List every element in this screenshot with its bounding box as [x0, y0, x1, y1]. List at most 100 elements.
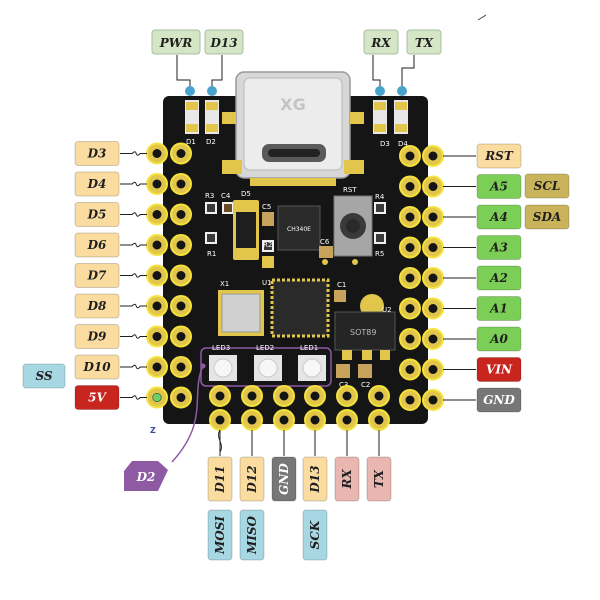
- pad-left-inner-d8: [170, 295, 192, 317]
- label-d2: D2: [124, 461, 168, 491]
- label-right-a5-text: A5: [489, 180, 508, 194]
- label-right-rst-text: RST: [484, 149, 514, 163]
- label-right-vin-text: VIN: [486, 363, 513, 377]
- pad-left-d9: [146, 325, 168, 348]
- d2-tag-shape: [124, 461, 168, 491]
- corner-mark: [477, 14, 487, 21]
- pad-left-d8: [146, 295, 168, 317]
- pad-left-inner-d3: [170, 142, 192, 165]
- pad-right-a4: [422, 206, 444, 228]
- pad-left-inner-d7: [170, 264, 192, 287]
- label-left-d6: D6: [74, 232, 120, 258]
- label-left-d9: D9: [74, 324, 120, 349]
- led-d2: [205, 100, 219, 134]
- led-d4: [394, 100, 408, 134]
- label-bottom-d11: D11: [207, 456, 233, 502]
- label-ss-text: SS: [35, 369, 52, 383]
- pad-bottom-tx: [368, 409, 390, 431]
- label-right-gnd-text: GND: [483, 393, 515, 407]
- leader-d8: [120, 303, 147, 309]
- usb-pad-left-low: [222, 160, 242, 174]
- silk-led2: LED2: [256, 344, 274, 352]
- rgb-led-3: [209, 355, 237, 381]
- silk-c4: C4: [221, 192, 231, 200]
- pad-bottom-d11: [209, 409, 231, 431]
- leader-d6: [120, 242, 147, 248]
- label-pwr: PWR: [151, 29, 201, 55]
- pad-left-inner-d10: [170, 356, 192, 378]
- pad-right-inner-a3: [399, 236, 421, 259]
- label-miso: MISO: [239, 509, 265, 561]
- silk-c2: C2: [361, 381, 370, 389]
- pwr-indicator-dot: [185, 86, 195, 96]
- label-bottom-d13-text: D13: [308, 465, 322, 493]
- label-left-d6-text: D6: [87, 238, 107, 252]
- silk-c1: C1: [337, 281, 346, 289]
- label-mosi: MOSI: [207, 509, 233, 561]
- pad-bottom-d12: [241, 409, 263, 431]
- silk-d5: D5: [241, 190, 251, 198]
- silk-r5: R5: [375, 250, 384, 258]
- rx-indicator-dot: [375, 86, 385, 96]
- svg-text:TX: TX: [415, 36, 434, 50]
- label-right-a2-text: A2: [489, 271, 508, 285]
- pad-right-inner-rst: [399, 145, 421, 167]
- d13-leader: [211, 55, 223, 90]
- silk-sot89: SOT89: [350, 328, 376, 337]
- label-scl-text: SCL: [534, 179, 561, 193]
- silk-c6: C6: [320, 238, 330, 246]
- label-right-vin: VIN: [476, 357, 522, 382]
- label-left-d8-text: D8: [87, 299, 107, 313]
- pad-left-inner-d9: [170, 325, 192, 348]
- pad-right-rst: [422, 145, 444, 167]
- pad-bottom-inner-d12: [241, 385, 263, 407]
- d2-anchor-dot: [200, 363, 206, 369]
- rx-leader: [372, 55, 381, 90]
- pad-right-inner-gnd: [399, 389, 421, 411]
- label-bottom-d11-text: D11: [213, 465, 227, 493]
- pad-left-d7: [146, 264, 168, 287]
- pad-left-d3: [146, 142, 168, 165]
- pad-right-a3: [422, 236, 444, 259]
- silk-d2: D2: [206, 138, 216, 146]
- label-miso-text: MISO: [245, 515, 259, 555]
- leader-d4: [120, 181, 147, 187]
- silk-led1: LED1: [300, 344, 318, 352]
- label-bottom-d12-text: D12: [245, 465, 259, 493]
- leader-d3: [120, 151, 147, 156]
- label-rx-top: RX: [363, 29, 399, 55]
- leader-5v: [120, 395, 147, 400]
- label-left-d5-text: D5: [87, 208, 107, 222]
- tx-indicator-dot: [397, 86, 407, 96]
- pad-right-a1: [422, 297, 444, 320]
- pad-left-d6: [146, 234, 168, 256]
- led-d1: [185, 100, 199, 134]
- label-right-a3: A3: [476, 235, 522, 260]
- silk-u1: U1: [262, 279, 272, 287]
- silk-u2: U2: [382, 306, 392, 314]
- label-bottom-d13: D13: [302, 456, 328, 502]
- label-left-d3: D3: [74, 141, 120, 166]
- led-d3: [373, 100, 387, 134]
- pad-right-inner-a2: [399, 267, 421, 289]
- label-d2-text: D2: [136, 470, 156, 484]
- label-left-d5: D5: [74, 202, 120, 227]
- pad-bottom-inner-gnd: [273, 385, 295, 407]
- pad-right-inner-vin: [399, 358, 421, 381]
- label-right-a1: A1: [476, 296, 522, 321]
- label-left-5v-text: 5V: [88, 391, 107, 405]
- label-bottom-tx-text: TX: [372, 469, 386, 488]
- label-right-a4: A4: [476, 204, 522, 230]
- label-left-d7-text: D7: [87, 269, 107, 283]
- pad-right-a2: [422, 267, 444, 289]
- pad-right-inner-a4: [399, 206, 421, 228]
- leader-d7: [120, 273, 147, 278]
- pad-right-inner-a5: [399, 175, 421, 198]
- label-bottom-gnd-text: GND: [277, 463, 291, 495]
- silk-x1: X1: [220, 280, 229, 288]
- usb-logo-text: XG: [280, 95, 305, 114]
- pad-left-inner-d6: [170, 234, 192, 256]
- label-left-5v: 5V: [74, 385, 120, 410]
- usb-c-connector: XG: [235, 71, 351, 179]
